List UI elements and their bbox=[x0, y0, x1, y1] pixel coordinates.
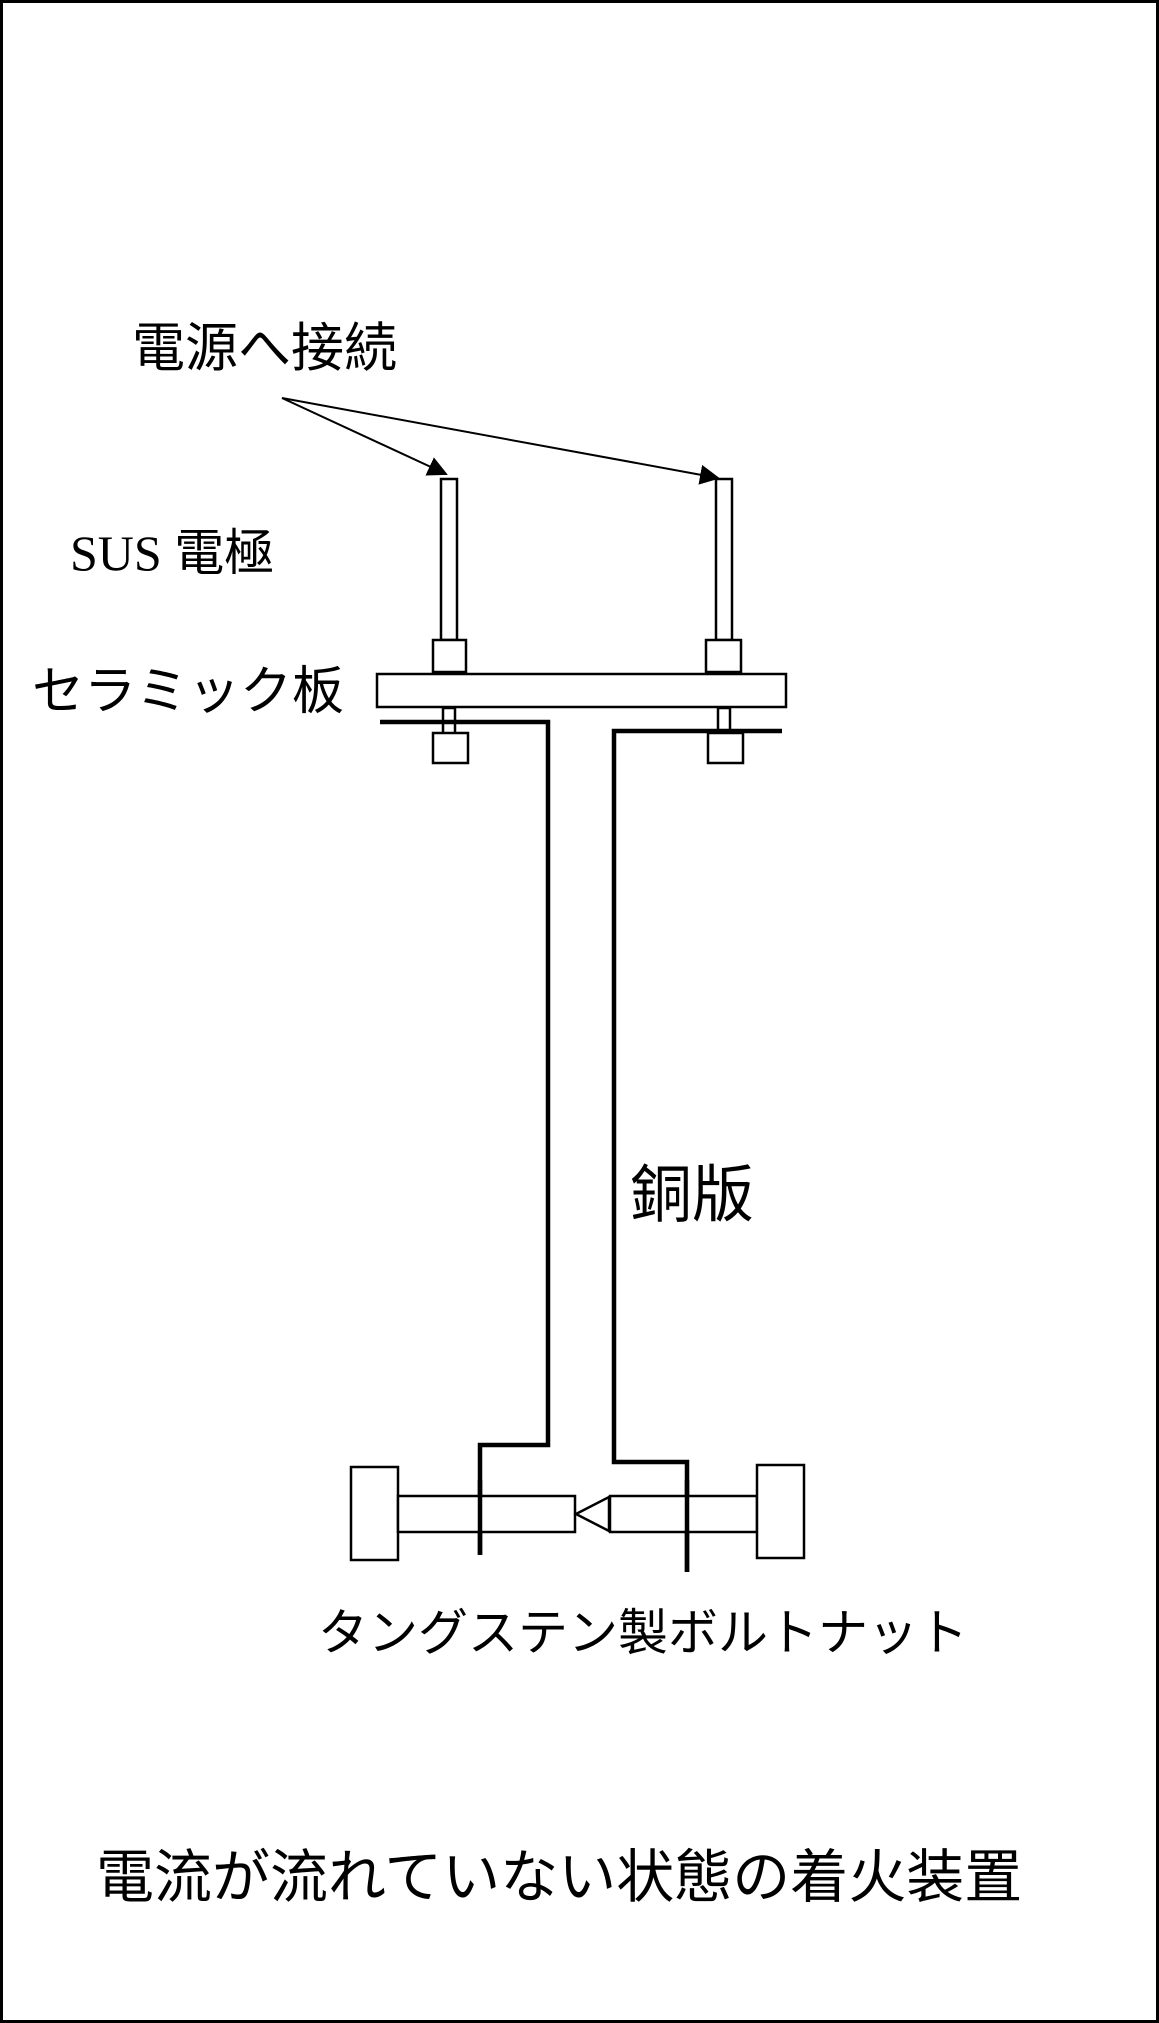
diagram-caption: 電流が流れていない状態の着火装置 bbox=[96, 1843, 1023, 1911]
nut-upper-left bbox=[431, 638, 468, 674]
nut-lower-right bbox=[706, 731, 745, 765]
label-sus-electrode: SUS 電極 bbox=[70, 525, 275, 581]
bolt-shaft-right bbox=[608, 1494, 759, 1534]
label-power-connection: 電源へ接続 bbox=[132, 318, 397, 379]
bolt-head-left bbox=[349, 1465, 400, 1562]
copper-plates bbox=[380, 719, 782, 1572]
label-ceramic-plate: セラミック板 bbox=[32, 662, 345, 722]
electrode-rod-right bbox=[714, 477, 734, 642]
power-pointer-lines bbox=[281, 397, 720, 485]
copper-plate-left bbox=[380, 719, 551, 1555]
sus-electrode-right bbox=[704, 477, 745, 765]
pointer-line-left bbox=[281, 397, 448, 476]
nut-lower-left bbox=[431, 731, 470, 765]
nut-upper-right bbox=[704, 638, 743, 674]
ceramic-plate bbox=[375, 672, 788, 709]
tungsten-bolt-assembly bbox=[349, 1463, 806, 1562]
electrode-rod-left bbox=[439, 477, 459, 642]
copper-plate-right bbox=[611, 728, 782, 1572]
pointer-line-right bbox=[281, 397, 720, 485]
bolt-shaft-left bbox=[396, 1494, 577, 1534]
copper-plate-crossing bbox=[477, 1480, 690, 1572]
label-tungsten-bolt-nut: タングステン製ボルトナット bbox=[318, 1604, 968, 1662]
label-copper-plate: 銅版 bbox=[630, 1158, 755, 1231]
bolt-tip-triangle bbox=[573, 1494, 611, 1534]
bolt-head-right bbox=[755, 1463, 806, 1560]
